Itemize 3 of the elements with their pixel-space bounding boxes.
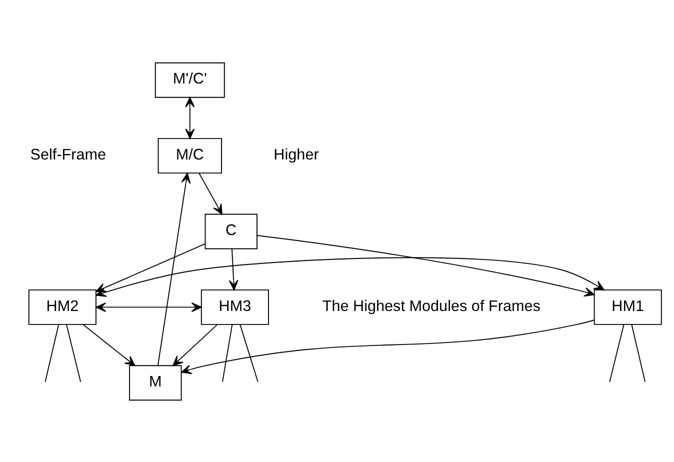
label: The Highest Modules of Frames — [322, 297, 540, 314]
label: Higher — [274, 146, 319, 163]
label: Self-Frame — [30, 146, 106, 163]
